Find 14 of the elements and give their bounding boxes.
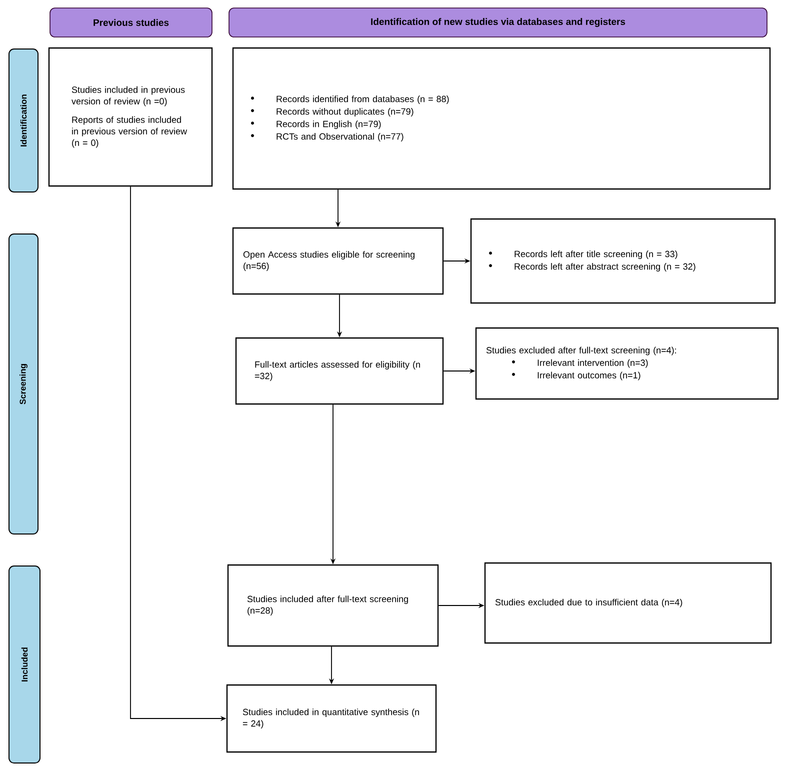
process-box: Full-text articles assessed for eligibility (n =32): [235, 337, 444, 405]
process-box: Records identified from databases (n = 88) Records without duplicates (n=79) Records in English (n=79) RCTs and Observational (n=77): [232, 47, 771, 190]
process-box: Open Access studies eligible for screening (n=56): [232, 227, 444, 295]
process-box: Studies included in quantitative synthesis (n = 24): [226, 684, 437, 753]
stage-band: Identification: [8, 48, 38, 192]
process-box: Studies excluded due to insufficient data (n=4): [484, 562, 772, 644]
column-header: Identification of new studies via databases and registers: [228, 8, 768, 38]
stage-band: Included: [8, 566, 40, 764]
stage-band: Screening: [8, 234, 38, 534]
process-box: Studies included after full-text screening (n=28): [227, 564, 439, 647]
column-header: Previous studies: [50, 8, 212, 38]
process-box: Studies included in previous version of review (n =0) Reports of studies included in previous version of review (n = 0): [48, 47, 213, 187]
process-box: Records left after title screening (n = 33) Records left after abstract screening (n = 32): [470, 218, 776, 304]
process-box: Studies excluded after full-text screening (n=4): Irrelevant intervention (n=3) Irrelevant outcomes (n=1): [475, 327, 779, 400]
